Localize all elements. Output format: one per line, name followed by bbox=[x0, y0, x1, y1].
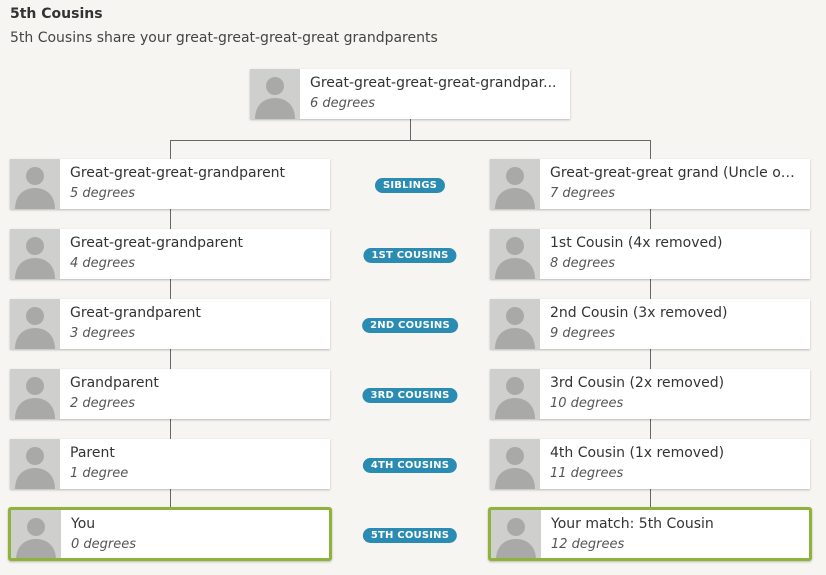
person-silhouette-icon bbox=[250, 69, 300, 119]
card-degrees: 8 degrees bbox=[550, 256, 616, 271]
left-card-4[interactable]: Parent 1 degree bbox=[10, 439, 330, 489]
card-name: Parent bbox=[70, 445, 115, 461]
card-degrees: 7 degrees bbox=[550, 186, 616, 201]
card-degrees: 4 degrees bbox=[70, 256, 136, 271]
tree-connector bbox=[170, 140, 171, 159]
card-degrees: 9 degrees bbox=[550, 326, 616, 341]
card-name: Your match: 5th Cousin bbox=[551, 516, 714, 532]
card-name: 4th Cousin (1x removed) bbox=[550, 445, 725, 461]
relationship-badge-4th-cousins: 4TH COUSINS bbox=[362, 458, 458, 473]
card-name: Great-great-great grand (Uncle or ... bbox=[550, 165, 800, 181]
card-name: Great-great-great-great-grandpar... bbox=[310, 75, 557, 91]
card-name: You bbox=[71, 516, 96, 532]
card-name: Great-great-grandparent bbox=[70, 235, 243, 251]
relationship-badge-1st-cousins: 1ST COUSINS bbox=[363, 248, 457, 263]
person-silhouette-icon bbox=[10, 299, 60, 349]
person-silhouette-icon bbox=[490, 159, 540, 209]
tree-connector bbox=[170, 140, 651, 141]
person-silhouette-icon bbox=[10, 439, 60, 489]
card-degrees: 12 degrees bbox=[551, 537, 625, 552]
ancestor-card-root[interactable]: Great-great-great-great-grandpar... 6 de… bbox=[250, 69, 570, 119]
match-card[interactable]: Your match: 5th Cousin 12 degrees bbox=[488, 507, 812, 561]
person-silhouette-icon bbox=[491, 510, 541, 558]
relationship-badge-siblings: SIBLINGS bbox=[374, 178, 446, 193]
card-degrees: 0 degrees bbox=[71, 537, 137, 552]
person-silhouette-icon bbox=[490, 369, 540, 419]
right-card-1[interactable]: 1st Cousin (4x removed) 8 degrees bbox=[490, 229, 810, 279]
left-card-3[interactable]: Grandparent 2 degrees bbox=[10, 369, 330, 419]
relationship-badge-2nd-cousins: 2ND COUSINS bbox=[362, 318, 458, 333]
person-silhouette-icon bbox=[11, 510, 61, 558]
person-silhouette-icon bbox=[10, 229, 60, 279]
card-name: 1st Cousin (4x removed) bbox=[550, 235, 723, 251]
card-name: 3rd Cousin (2x removed) bbox=[550, 375, 725, 391]
tree-connector bbox=[410, 119, 411, 140]
card-name: Great-grandparent bbox=[70, 305, 201, 321]
card-degrees: 11 degrees bbox=[550, 466, 624, 481]
card-degrees: 2 degrees bbox=[70, 396, 136, 411]
card-name: Great-great-great-grandparent bbox=[70, 165, 286, 181]
right-card-3[interactable]: 3rd Cousin (2x removed) 10 degrees bbox=[490, 369, 810, 419]
card-name: 2nd Cousin (3x removed) bbox=[550, 305, 728, 321]
tree-connector bbox=[650, 209, 651, 509]
tree-connector bbox=[650, 140, 651, 159]
tree-connector bbox=[170, 209, 171, 509]
person-silhouette-icon bbox=[10, 369, 60, 419]
person-silhouette-icon bbox=[10, 159, 60, 209]
right-card-0[interactable]: Great-great-great grand (Uncle or ... 7 … bbox=[490, 159, 810, 209]
right-card-2[interactable]: 2nd Cousin (3x removed) 9 degrees bbox=[490, 299, 810, 349]
left-card-1[interactable]: Great-great-grandparent 4 degrees bbox=[10, 229, 330, 279]
card-degrees: 1 degree bbox=[70, 466, 129, 481]
card-degrees: 5 degrees bbox=[70, 186, 136, 201]
card-degrees: 10 degrees bbox=[550, 396, 624, 411]
card-name: Grandparent bbox=[70, 375, 159, 391]
person-silhouette-icon bbox=[490, 229, 540, 279]
card-degrees: 6 degrees bbox=[310, 96, 376, 111]
relationship-badge-3rd-cousins: 3RD COUSINS bbox=[362, 388, 458, 403]
page-subtitle: 5th Cousins share your great-great-great… bbox=[10, 30, 438, 46]
relationship-badge-5th-cousins: 5TH COUSINS bbox=[362, 528, 458, 543]
page-title: 5th Cousins bbox=[10, 6, 103, 22]
left-card-2[interactable]: Great-grandparent 3 degrees bbox=[10, 299, 330, 349]
card-degrees: 3 degrees bbox=[70, 326, 136, 341]
left-card-0[interactable]: Great-great-great-grandparent 5 degrees bbox=[10, 159, 330, 209]
you-card[interactable]: You 0 degrees bbox=[8, 507, 332, 561]
right-card-4[interactable]: 4th Cousin (1x removed) 11 degrees bbox=[490, 439, 810, 489]
person-silhouette-icon bbox=[490, 299, 540, 349]
person-silhouette-icon bbox=[490, 439, 540, 489]
